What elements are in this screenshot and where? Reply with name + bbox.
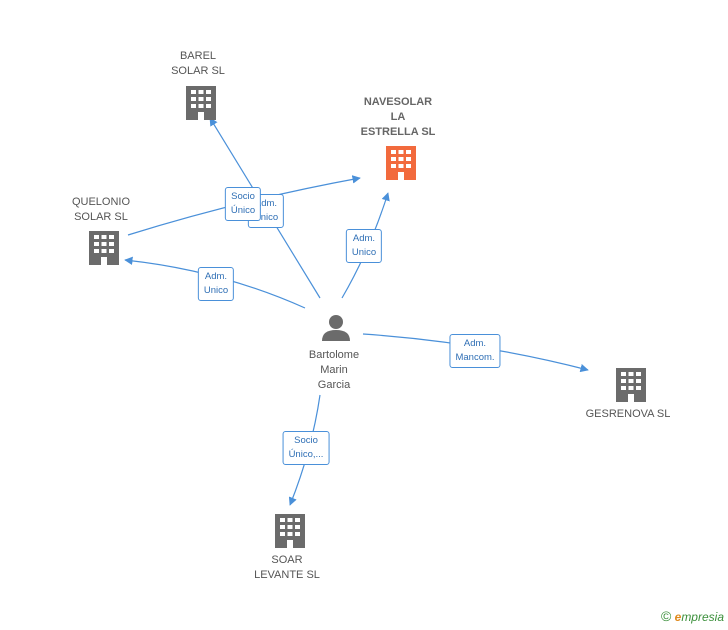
label-line: LEVANTE SL: [254, 569, 320, 581]
edge-label-line: Unico: [351, 247, 377, 258]
label-line: GESRENOVA SL: [585, 408, 671, 420]
building-icon-barel[interactable]: [186, 86, 216, 120]
edge-label-line: Socio: [231, 191, 255, 202]
label-line: BAREL: [179, 50, 217, 62]
label-line: SOLAR SL: [171, 65, 225, 77]
edge-label-socio-unico[interactable]: Socio Único: [224, 187, 262, 221]
label-line: ESTRELLA SL: [360, 126, 436, 138]
label-line: SOAR: [271, 554, 303, 566]
edge-label-line: Adm.: [204, 271, 228, 282]
label-line: SOLAR SL: [74, 211, 128, 223]
node-label-person[interactable]: Bartolome Marin Garcia: [309, 348, 359, 393]
edge-label-adm-unico-quelonio[interactable]: Adm. Unico: [197, 267, 235, 301]
edge-label-line: Adm.: [254, 198, 278, 209]
label-line: QUELONIO: [71, 196, 131, 208]
edge-label-line: Mancom.: [455, 352, 495, 363]
building-icon-quelonio[interactable]: [89, 231, 119, 265]
edge-label-adm-mancom[interactable]: Adm. Mancom.: [449, 334, 501, 368]
empresia-logo: © empresia: [661, 608, 724, 624]
edge-label-line: Único: [230, 205, 256, 216]
node-label-quelonio[interactable]: QUELONIO SOLAR SL: [72, 195, 130, 225]
edge-label-line: Unico: [253, 212, 279, 223]
edge-label-line: Unico: [203, 285, 229, 296]
label-line: LA: [390, 111, 406, 123]
building-icon-gesrenova[interactable]: [616, 368, 646, 402]
node-label-soar[interactable]: SOAR LEVANTE SL: [254, 553, 320, 583]
edge-label-line: Único,...: [288, 449, 324, 460]
brand-name: mpresia: [681, 610, 724, 624]
building-icon-navesolar[interactable]: [386, 146, 416, 180]
edge-label-adm-unico-navesolar[interactable]: Adm. Unico: [345, 229, 383, 263]
node-label-barel[interactable]: BAREL SOLAR SL: [171, 49, 225, 79]
edge-label-line: Socio: [294, 435, 318, 446]
node-label-gesrenova[interactable]: GESRENOVA SL: [586, 407, 671, 422]
brand-initial: e: [674, 610, 682, 624]
label-line: Marin: [320, 364, 348, 376]
person-icon[interactable]: [322, 315, 350, 341]
label-line: NAVESOLAR: [363, 96, 433, 108]
edge-label-line: Adm.: [352, 233, 376, 244]
copyright-icon: ©: [660, 608, 672, 624]
label-line: Bartolome: [308, 349, 360, 361]
edge-label-line: Adm.: [463, 338, 487, 349]
label-line: Garcia: [317, 379, 351, 391]
building-icon-soar[interactable]: [275, 514, 305, 548]
node-label-navesolar[interactable]: NAVESOLAR LA ESTRELLA SL: [361, 95, 436, 140]
edge-label-socio-unico-soar[interactable]: Socio Único,...: [282, 431, 330, 465]
